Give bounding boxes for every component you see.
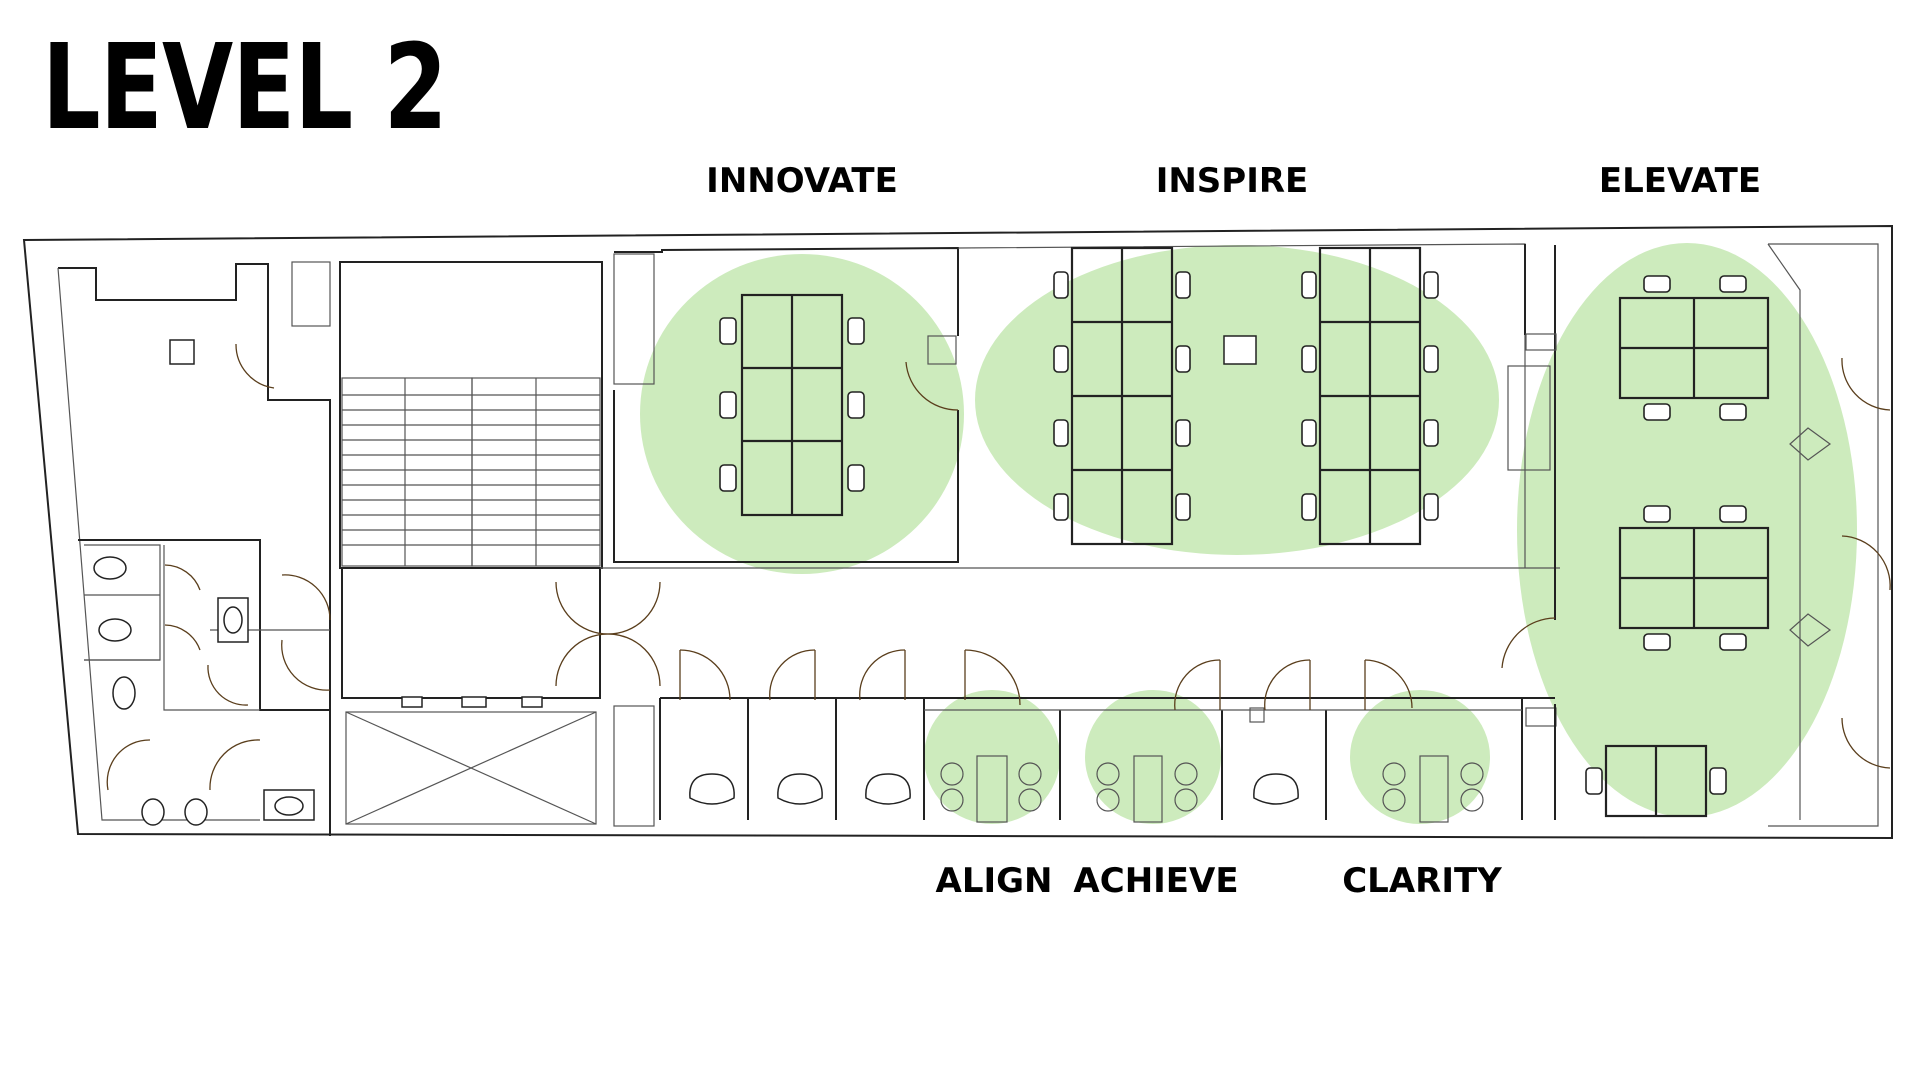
zone-label-align: ALIGN bbox=[936, 861, 1053, 901]
zone-area-elevate bbox=[1517, 243, 1857, 817]
room-innovate bbox=[613, 246, 959, 563]
lower-rooms bbox=[659, 649, 1555, 823]
zone-label-elevate: ELEVATE bbox=[1599, 161, 1761, 201]
stair-core bbox=[291, 261, 1560, 825]
sink-icon bbox=[274, 796, 304, 816]
page-title: LEVEL 2 bbox=[42, 18, 448, 156]
toilet-block bbox=[78, 339, 331, 826]
zone-label-achieve: ACHIEVE bbox=[1073, 861, 1238, 901]
toilet-icon bbox=[112, 676, 136, 710]
room-elevate bbox=[1501, 243, 1891, 820]
urinal-icon bbox=[141, 798, 165, 826]
column-icon bbox=[169, 339, 195, 365]
zone-label-inspire: INSPIRE bbox=[1156, 161, 1309, 201]
zone-label-clarity: CLARITY bbox=[1342, 861, 1502, 901]
zone-area-innovate bbox=[640, 254, 964, 574]
lounge-chair-icon bbox=[1253, 773, 1299, 805]
urinal-icon bbox=[184, 798, 208, 826]
lounge-chair-icon bbox=[777, 773, 823, 805]
zone-area-achieve bbox=[1085, 690, 1221, 824]
sink-icon bbox=[223, 606, 243, 634]
corridor-doors bbox=[555, 253, 661, 827]
toilet-icon bbox=[98, 618, 132, 642]
toilet-icon bbox=[93, 556, 127, 580]
building-outline bbox=[22, 224, 1893, 840]
zone-highlights bbox=[640, 243, 1857, 824]
lounge-chair-icon bbox=[865, 773, 911, 805]
zone-label-innovate: INNOVATE bbox=[706, 161, 898, 201]
lounge-chair-icon bbox=[689, 773, 735, 805]
room-inspire bbox=[957, 243, 1526, 568]
